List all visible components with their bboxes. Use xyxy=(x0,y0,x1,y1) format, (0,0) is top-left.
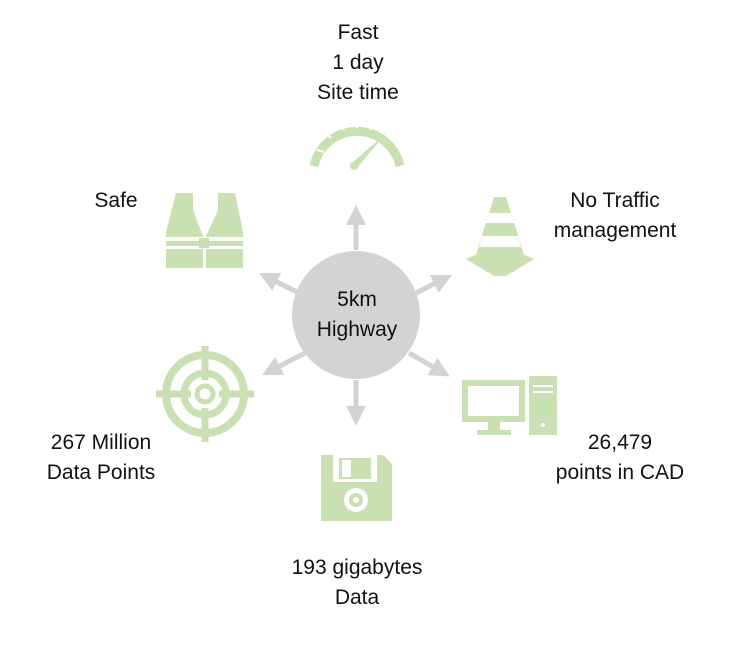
label-no-traffic: No Traffic management xyxy=(540,186,690,246)
label-data-points: 267 Million Data Points xyxy=(36,428,166,488)
hub-label-line-1: 5km xyxy=(337,288,377,311)
arrow-down-right xyxy=(407,350,450,377)
label-cad-points-line-2: points in CAD xyxy=(555,461,685,484)
label-safe-line-1: Safe xyxy=(94,189,138,212)
desktop-computer-icon xyxy=(462,376,557,435)
label-safe: Safe xyxy=(86,186,146,216)
safety-vest-icon xyxy=(166,193,243,268)
speedometer-icon xyxy=(309,121,405,170)
label-data-size: 193 gigabytes Data xyxy=(277,553,437,613)
label-no-traffic-line-1: No Traffic xyxy=(570,189,660,212)
label-fast-line-1: Fast xyxy=(337,21,379,44)
hub-circle xyxy=(292,251,420,379)
hub-label-line-2: Highway xyxy=(316,318,398,341)
label-fast-line-2: 1 day xyxy=(332,51,384,74)
label-cad-points: 26,479 points in CAD xyxy=(540,428,700,488)
crosshair-target-icon xyxy=(156,346,254,442)
label-data-points-line-2: Data Points xyxy=(46,461,156,484)
label-fast: Fast 1 day Site time xyxy=(298,18,418,108)
label-data-points-line-1: 267 Million xyxy=(50,431,152,454)
hub-label: 5km Highway xyxy=(292,285,422,345)
label-no-traffic-line-2: management xyxy=(553,219,677,242)
label-data-size-line-1: 193 gigabytes xyxy=(291,556,423,579)
label-cad-points-line-1: 26,479 xyxy=(587,431,653,454)
floppy-disk-icon xyxy=(321,455,392,521)
label-fast-line-3: Site time xyxy=(317,81,399,104)
arrow-down-left xyxy=(261,350,307,376)
traffic-cone-icon xyxy=(466,197,534,276)
label-data-size-line-2: Data xyxy=(334,586,380,609)
